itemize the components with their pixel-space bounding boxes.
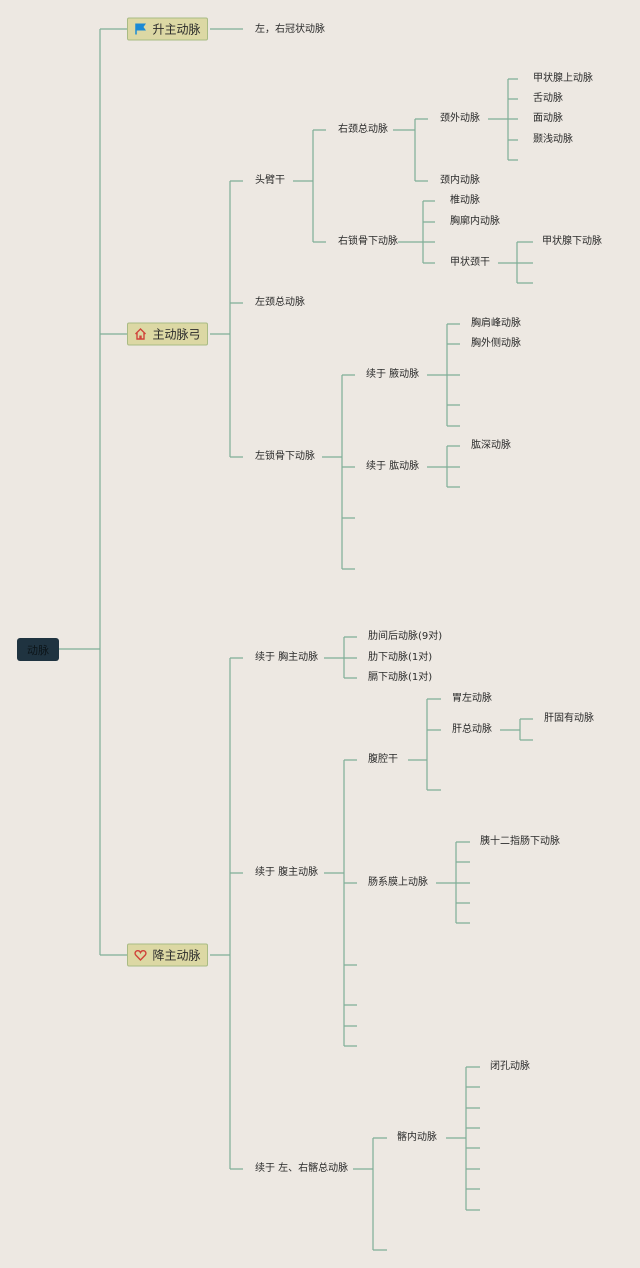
node[interactable]: 肝固有动脉	[544, 713, 594, 724]
node[interactable]: 颈内动脉	[440, 175, 480, 186]
root-topic[interactable]: 动脉	[17, 638, 59, 661]
node[interactable]: 胸廓内动脉	[450, 216, 500, 227]
node[interactable]: 左颈总动脉	[255, 297, 305, 308]
node[interactable]: 肋间后动脉(9对)	[368, 631, 443, 642]
node[interactable]: 续于 腹主动脉	[255, 867, 319, 878]
node[interactable]: 颈外动脉	[440, 113, 480, 124]
node[interactable]: 胸肩峰动脉	[471, 318, 521, 329]
root-label: 动脉	[27, 643, 49, 657]
node[interactable]: 右锁骨下动脉	[338, 236, 398, 247]
node[interactable]: 续于 肱动脉	[366, 461, 420, 472]
node[interactable]: 续于 胸主动脉	[255, 652, 319, 663]
topic-label: 主动脉弓	[152, 327, 201, 342]
topic-label: 升主动脉	[152, 22, 201, 37]
node[interactable]: 肱深动脉	[471, 440, 511, 451]
node[interactable]: 胃左动脉	[452, 693, 492, 704]
node[interactable]: 闭孔动脉	[490, 1061, 530, 1072]
topic-label: 降主动脉	[152, 948, 201, 963]
node[interactable]: 肠系膜上动脉	[368, 877, 428, 888]
node[interactable]: 肋下动脉(1对)	[368, 652, 433, 663]
flag-icon	[134, 23, 147, 36]
node[interactable]: 胰十二指肠下动脉	[480, 836, 560, 847]
node[interactable]: 膈下动脉(1对)	[368, 672, 433, 683]
node[interactable]: 续于 腋动脉	[366, 369, 420, 380]
node[interactable]: 续于 左、右髂总动脉	[255, 1163, 349, 1174]
node[interactable]: 面动脉	[533, 113, 563, 124]
node[interactable]: 髂内动脉	[397, 1132, 437, 1143]
node[interactable]: 胸外侧动脉	[471, 338, 521, 349]
node[interactable]: 甲状腺下动脉	[542, 236, 602, 247]
node[interactable]: 头臂干	[255, 175, 285, 186]
topic-descending-aorta[interactable]: 降主动脉	[127, 943, 208, 967]
topic-aortic-arch[interactable]: 主动脉弓	[127, 322, 208, 346]
node[interactable]: 腹腔干	[368, 754, 398, 765]
node[interactable]: 左锁骨下动脉	[255, 451, 315, 462]
node[interactable]: 甲状颈干	[450, 257, 490, 268]
node[interactable]: 肝总动脉	[452, 724, 492, 735]
node[interactable]: 左，右冠状动脉	[255, 24, 325, 35]
heart-icon	[134, 949, 148, 962]
home-icon	[134, 328, 147, 341]
node[interactable]: 甲状腺上动脉	[533, 73, 593, 84]
node[interactable]: 颞浅动脉	[533, 134, 573, 145]
node[interactable]: 舌动脉	[533, 93, 563, 104]
topic-ascending-aorta[interactable]: 升主动脉	[127, 17, 208, 41]
node[interactable]: 椎动脉	[450, 195, 480, 206]
node[interactable]: 右颈总动脉	[338, 124, 388, 135]
